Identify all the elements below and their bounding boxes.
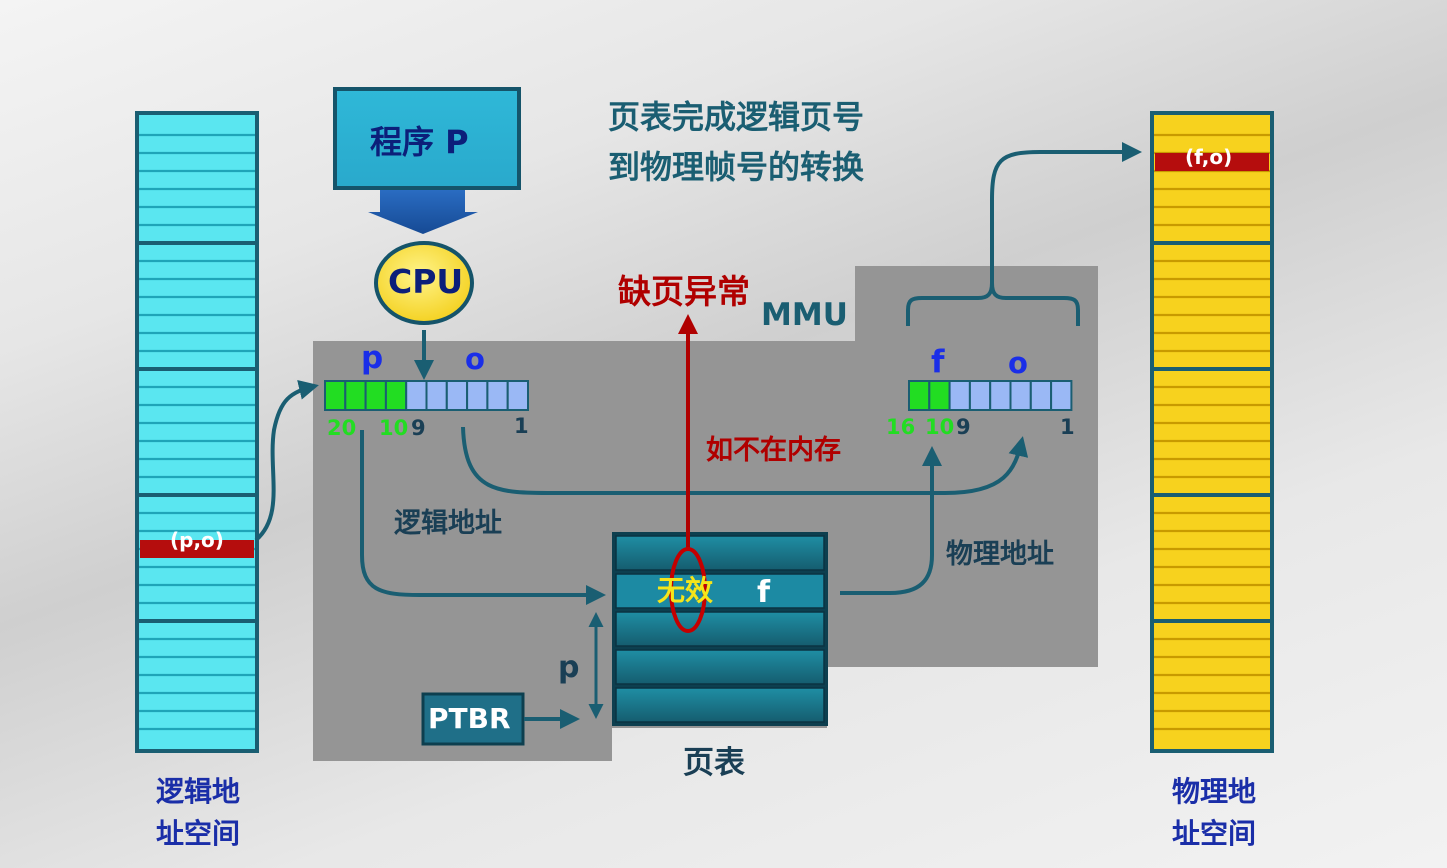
physical-space-frame [1150, 111, 1274, 753]
logical-bit-20: 20 [327, 416, 357, 440]
physical-entry-label: (f,o) [1185, 145, 1233, 169]
not-in-memory-label: 如不在内存 [706, 435, 841, 466]
logical-space-label-2: 址空间 [156, 817, 241, 850]
page-fault-label: 缺页异常 [618, 272, 750, 311]
title-line-2: 到物理帧号的转换 [608, 148, 865, 186]
offset-copy-arrow [461, 426, 1029, 496]
offset-bit-cell [425, 380, 448, 411]
offset-bit-cell [989, 380, 1012, 411]
program-box [333, 87, 521, 190]
page-bit-cell [364, 380, 387, 411]
offset-bit-cell [486, 380, 509, 411]
entry-to-logical-arrow [254, 380, 319, 542]
physical-bit-10: 10 [925, 415, 955, 439]
physical-bit-9: 9 [956, 415, 971, 439]
offset-bit-cell [968, 380, 992, 411]
page-table-f-label: f [757, 575, 771, 610]
page-number-arrow [360, 430, 606, 605]
page-bit-cell [908, 380, 931, 411]
cpu-ellipse [374, 241, 474, 325]
physical-space-label-2: 址空间 [1172, 817, 1257, 850]
physical-o-label: o [1008, 346, 1028, 380]
page-bit-cell [928, 380, 951, 411]
offset-bit-cell [506, 380, 530, 411]
logical-space-highlight-entry [140, 540, 254, 558]
offset-bit-cell [466, 380, 489, 411]
logical-bit-9: 9 [411, 416, 426, 440]
page-table-row [615, 649, 825, 685]
physical-bit-16: 16 [886, 415, 916, 439]
ptbr-label: PTBR [428, 702, 511, 735]
invalid-entry-highlight [669, 547, 707, 633]
page-table [612, 532, 828, 726]
mmu-label: MMU [761, 297, 848, 333]
page-bit-cell [344, 380, 367, 411]
logical-entry-label: (p,o) [170, 528, 224, 552]
page-table-row [615, 687, 825, 723]
physical-space-highlight-entry [1155, 153, 1269, 171]
page-table-row [615, 573, 825, 609]
page-table-p-label: p [558, 650, 580, 685]
offset-bit-cell [1029, 380, 1053, 411]
logical-address-space [135, 111, 259, 753]
title-line-1: 页表完成逻辑页号 [608, 98, 865, 136]
page-table-row [615, 611, 825, 647]
logical-address-register [324, 380, 530, 411]
page-table-label: 页表 [683, 745, 745, 781]
ptbr-box [421, 692, 525, 746]
physical-address-register [908, 380, 1073, 411]
physical-f-label: f [931, 344, 945, 380]
frame-number-arrow [840, 446, 942, 595]
page-bit-cell [384, 380, 408, 411]
program-label: 程序 P [370, 123, 469, 161]
invalid-label: 无效 [657, 574, 714, 607]
logical-p-label: p [361, 340, 384, 376]
page-bit-cell [324, 380, 347, 411]
logical-space-frame [135, 111, 259, 753]
offset-bit-cell [1050, 380, 1073, 411]
logical-bit-10: 10 [379, 416, 409, 440]
cpu-label: CPU [388, 262, 464, 301]
physical-space-label-1: 物理地 [1172, 775, 1257, 808]
offset-bit-cell [1009, 380, 1032, 411]
logical-space-label-1: 逻辑地 [156, 775, 241, 808]
brace-to-physical-arrow [990, 142, 1142, 283]
physical-address-space [1150, 111, 1274, 753]
offset-bit-cell [405, 380, 428, 411]
logical-o-label: o [465, 342, 485, 376]
logical-bit-1: 1 [514, 414, 529, 438]
physical-address-label: 物理地址 [946, 539, 1054, 570]
logical-address-label: 逻辑地址 [394, 508, 502, 539]
offset-bit-cell [445, 380, 469, 411]
page-table-row [615, 535, 825, 571]
offset-bit-cell [948, 380, 971, 411]
program-down-arrow [368, 190, 478, 234]
physical-bit-1: 1 [1060, 415, 1075, 439]
